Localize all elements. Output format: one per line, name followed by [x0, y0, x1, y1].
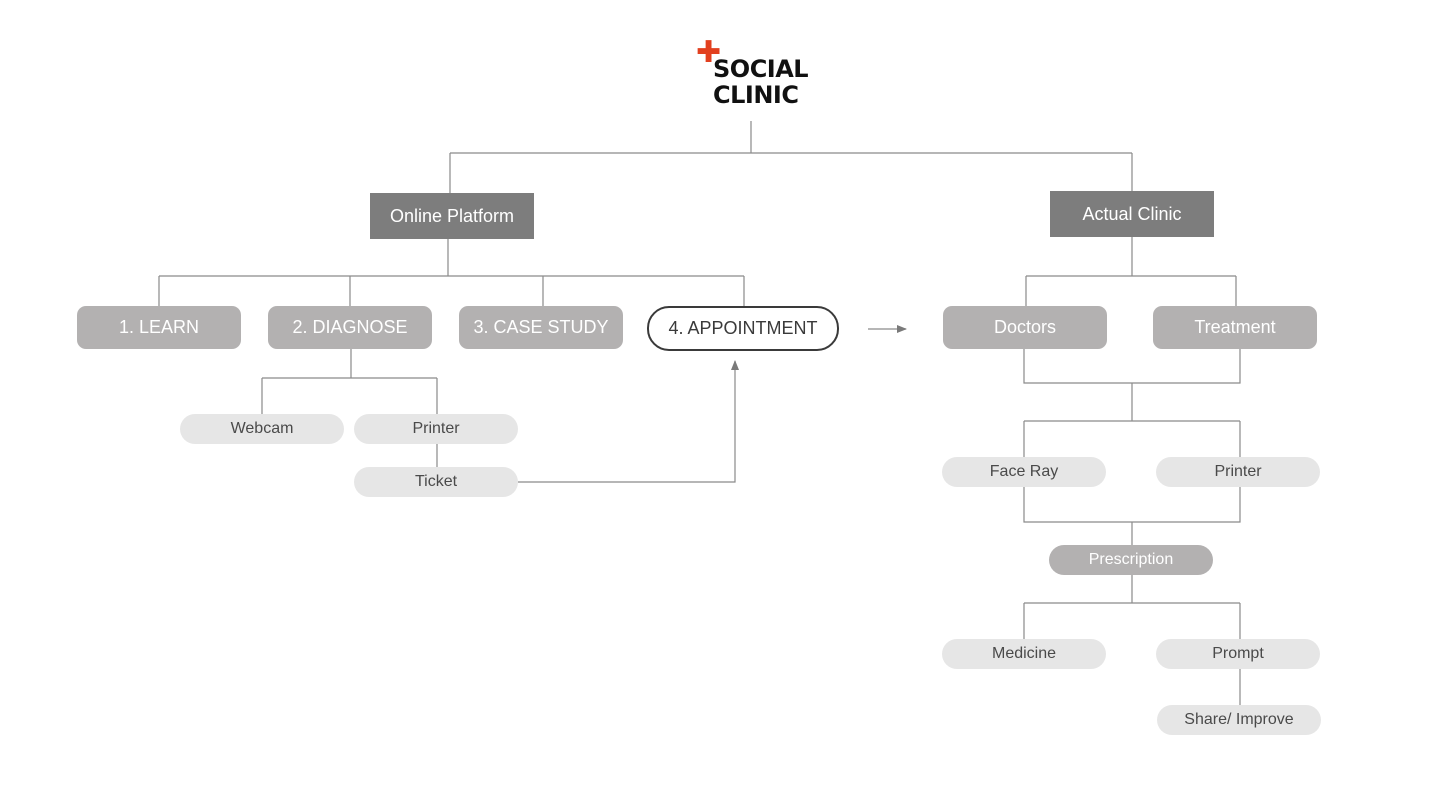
tools-merge-connector — [1023, 487, 1241, 545]
social-clinic-logo: ✚ SOCIAL CLINIC — [694, 38, 814, 113]
logo-line-1: SOCIAL — [713, 55, 809, 83]
diagnose-connector — [261, 349, 438, 467]
doctors-node: Doctors — [943, 306, 1107, 349]
medicine-node: Medicine — [942, 639, 1106, 669]
actual-clinic-node: Actual Clinic — [1050, 191, 1214, 237]
clinic-children-connector — [1025, 237, 1237, 306]
step-case-study-node: 3. CASE STUDY — [459, 306, 623, 349]
plus-cross-icon: ✚ — [696, 35, 722, 70]
share-improve-node: Share/ Improve — [1157, 705, 1321, 735]
face-ray-node: Face Ray — [942, 457, 1106, 487]
prescription-node: Prescription — [1049, 545, 1213, 575]
ticket-node: Ticket — [354, 467, 518, 497]
root-connector — [449, 121, 1133, 193]
treatment-node: Treatment — [1153, 306, 1317, 349]
step-learn-node: 1. LEARN — [77, 306, 241, 349]
step-diagnose-node: 2. DIAGNOSE — [268, 306, 432, 349]
online-steps-connector — [158, 239, 745, 306]
clinic-printer-node: Printer — [1156, 457, 1320, 487]
logo-line-2: CLINIC — [713, 81, 799, 109]
step-appointment-node: 4. APPOINTMENT — [647, 306, 839, 351]
webcam-node: Webcam — [180, 414, 344, 444]
ticket-appointment-connector — [518, 360, 739, 483]
clinic-merge-connector — [1023, 349, 1241, 457]
prompt-node: Prompt — [1156, 639, 1320, 669]
prescription-connector — [1023, 575, 1241, 639]
online-platform-node: Online Platform — [370, 193, 534, 239]
diagnose-printer-node: Printer — [354, 414, 518, 444]
